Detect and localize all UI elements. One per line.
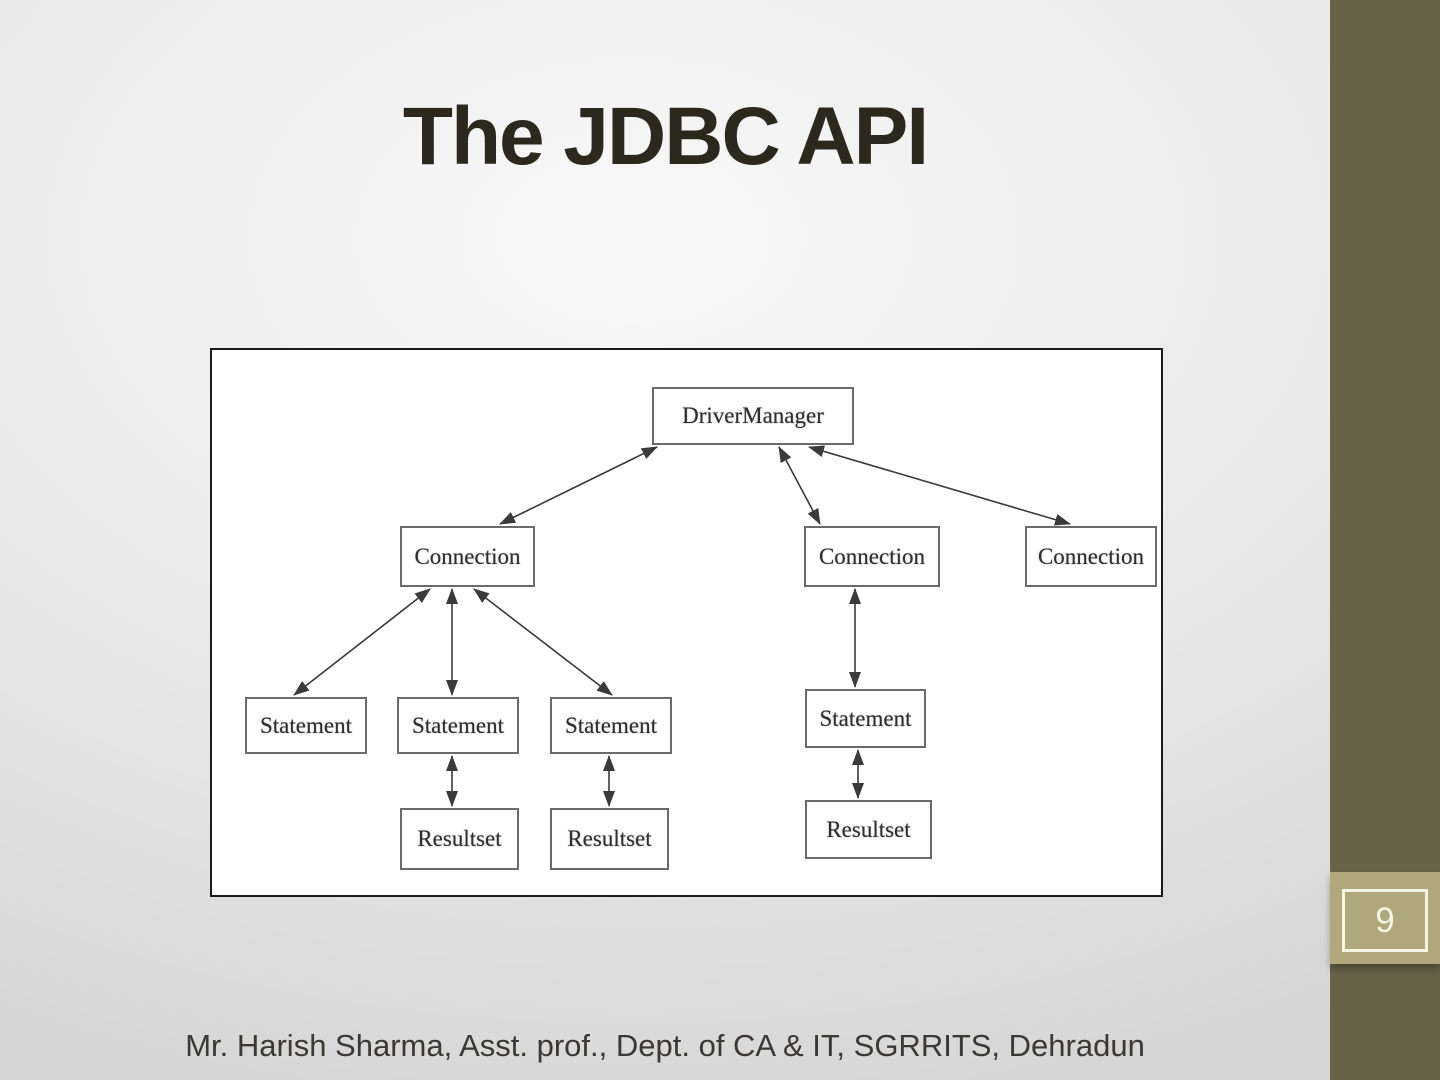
diagram-node-label: Connection <box>414 543 521 569</box>
diagram-node-statement-4: Statement <box>805 689 926 748</box>
diagram-arrow <box>499 446 658 525</box>
page-number-box: 9 <box>1342 889 1428 952</box>
diagram-node-connection-3: Connection <box>1025 526 1157 587</box>
diagram-node-label: Statement <box>565 712 657 738</box>
diagram-node-resultset-1: Resultset <box>400 808 519 870</box>
diagram-node-label: Connection <box>818 543 926 569</box>
diagram-node-label: Statement <box>412 712 504 738</box>
diagram-node-statement-2: Statement <box>397 697 519 754</box>
diagram-arrows <box>293 445 1071 807</box>
diagram-node-connection-2: Connection <box>804 526 940 587</box>
sidebar: 9 <box>1330 0 1440 1080</box>
diagram-node-statement-1: Statement <box>245 697 367 754</box>
diagram-node-label: DriverManager <box>682 403 824 428</box>
page-number: 9 <box>1375 900 1395 940</box>
diagram-arrow <box>293 588 431 696</box>
slide-title: The JDBC API <box>402 91 929 182</box>
diagram-node-label: Statement <box>260 712 352 738</box>
page-number-band: 9 <box>1330 872 1440 964</box>
diagram-node-drivermanager: DriverManager <box>652 387 854 445</box>
diagram-arrow <box>778 446 821 525</box>
diagram-node-connection-1: Connection <box>400 526 535 587</box>
slide-footer: Mr. Harish Sharma, Asst. prof., Dept. of… <box>185 1028 1145 1063</box>
diagram-arrow <box>473 588 613 696</box>
diagram-node-label: Resultset <box>567 826 652 851</box>
diagram-node-label: Resultset <box>826 816 911 842</box>
diagram-arrow <box>808 445 1071 526</box>
diagram-node-label: Resultset <box>417 826 502 851</box>
diagram-node-resultset-2: Resultset <box>550 808 669 870</box>
diagram-node-label: Statement <box>819 705 912 731</box>
diagram-node-statement-3: Statement <box>550 697 672 754</box>
diagram-node-resultset-3: Resultset <box>805 800 932 859</box>
diagram-node-label: Connection <box>1037 543 1145 569</box>
